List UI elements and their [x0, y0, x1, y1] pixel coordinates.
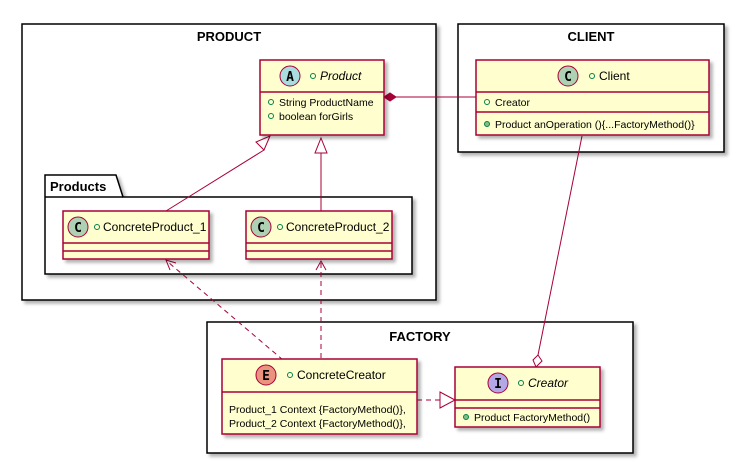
class-concrete-creator-name: ConcreteCreator	[297, 368, 386, 382]
abstract-class-icon	[279, 65, 301, 87]
class-concrete-product-2-name: ConcreteProduct_2	[286, 220, 390, 234]
enum-icon	[255, 364, 277, 386]
public-visibility-icon	[287, 372, 293, 378]
class-icon	[250, 216, 272, 238]
class-letter: C	[74, 221, 82, 236]
class-product-member: String ProductName	[279, 97, 374, 109]
realization-creator	[417, 391, 457, 409]
class-client-name: Client	[599, 69, 630, 83]
interface-letter: I	[494, 377, 502, 392]
public-method-icon	[484, 121, 490, 127]
class-concrete-product-1-name: ConcreteProduct_1	[103, 220, 207, 234]
generalization-concrete1-product	[165, 135, 271, 212]
public-visibility-icon	[268, 99, 274, 105]
public-visibility-icon	[310, 73, 316, 79]
class-product[interactable]: A Product String ProductName boolean for…	[259, 59, 385, 136]
composition-product-client	[383, 92, 476, 102]
class-concrete-product-2[interactable]: C ConcreteProduct_2	[245, 210, 393, 260]
public-visibility-icon	[518, 380, 524, 386]
class-creator-method: Product FactoryMethod()	[474, 412, 590, 424]
public-visibility-icon	[277, 224, 283, 230]
class-letter: C	[564, 70, 572, 85]
class-product-name: Product	[320, 69, 362, 83]
class-concrete-creator-field: Product_1 Context {FactoryMethod()},	[229, 404, 406, 416]
class-client-method: Product anOperation (){...FactoryMethod(…	[495, 119, 695, 131]
public-visibility-icon	[268, 113, 274, 119]
class-concrete-product-1[interactable]: C ConcreteProduct_1	[62, 210, 210, 260]
enum-letter: E	[262, 369, 270, 384]
package-factory-title: FACTORY	[389, 329, 451, 344]
class-letter: C	[257, 221, 265, 236]
class-icon	[557, 65, 579, 87]
class-product-member: boolean forGirls	[279, 111, 353, 123]
class-icon	[67, 216, 89, 238]
class-creator[interactable]: I Creator Product FactoryMethod()	[454, 366, 601, 428]
package-product-title: PRODUCT	[197, 29, 261, 44]
dependency-creator-concrete2	[315, 259, 327, 358]
package-products-title: Products	[50, 179, 106, 194]
abstract-class-letter: A	[286, 70, 294, 85]
class-client[interactable]: C Client Creator Product anOperation (){…	[475, 59, 710, 136]
class-concrete-creator[interactable]: E ConcreteCreator Product_1 Context {Fac…	[221, 358, 418, 435]
public-visibility-icon	[589, 73, 595, 79]
class-client-field: Creator	[495, 97, 531, 109]
package-client-title: CLIENT	[568, 29, 615, 44]
dependency-creator-concrete1	[165, 259, 284, 361]
class-creator-name: Creator	[528, 376, 569, 390]
generalization-concrete2-product	[314, 136, 328, 211]
public-visibility-icon	[94, 224, 100, 230]
public-method-icon	[463, 414, 469, 420]
class-concrete-creator-field: Product_2 Context {FactoryMethod()},	[229, 418, 406, 430]
interface-icon	[487, 372, 509, 394]
public-visibility-icon	[484, 99, 490, 105]
